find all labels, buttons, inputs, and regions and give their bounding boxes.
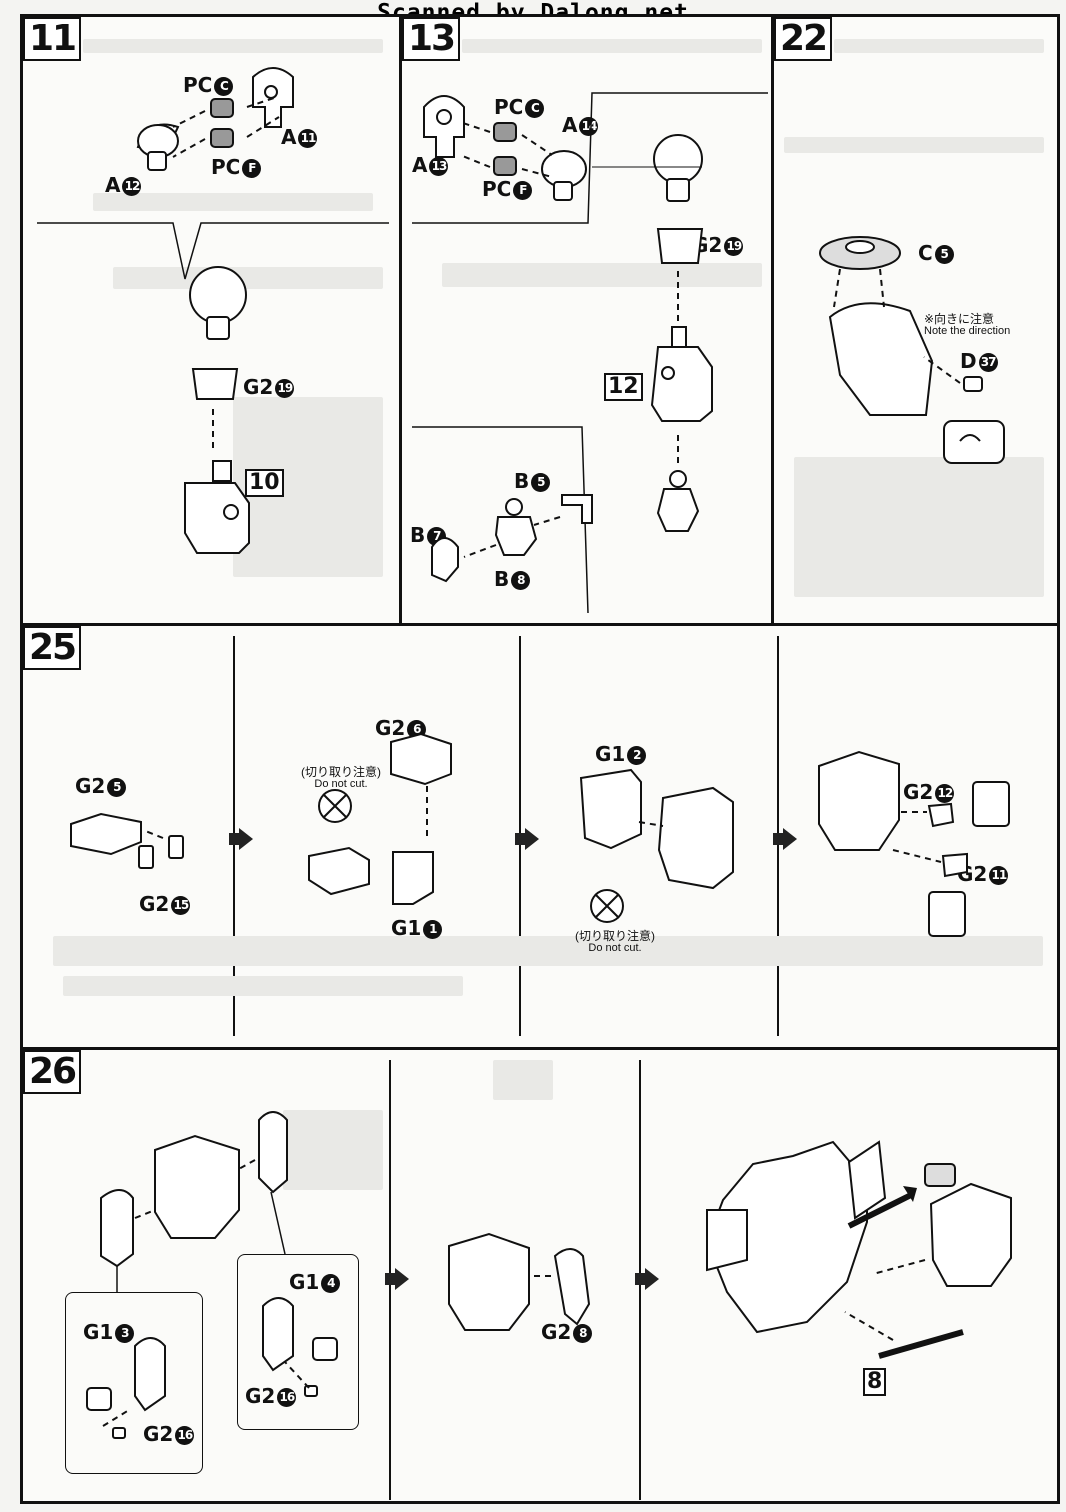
inset-g1-3 bbox=[65, 1292, 203, 1474]
caution-note-2: (切り取り注意) Do not cut. bbox=[575, 929, 655, 954]
inset-g1-4 bbox=[237, 1254, 359, 1430]
step-13-parts-drawing bbox=[412, 92, 768, 614]
direction-note: ※向きに注意 Note the direction bbox=[924, 312, 1011, 337]
next-arrow-3 bbox=[773, 828, 797, 850]
row-divider-2 bbox=[23, 1047, 1057, 1050]
col-divider-1 bbox=[399, 17, 402, 623]
next-arrow-1 bbox=[229, 828, 253, 850]
step-number: 25 bbox=[23, 626, 82, 670]
step-number: 22 bbox=[774, 17, 833, 61]
step-22-parts-drawing bbox=[819, 236, 1005, 464]
next-arrow-4 bbox=[385, 1268, 409, 1290]
step-number: 26 bbox=[23, 1050, 82, 1094]
caution-note-1: (切り取り注意) Do not cut. bbox=[301, 765, 381, 790]
step-number: 11 bbox=[23, 17, 82, 61]
next-arrow-2 bbox=[515, 828, 539, 850]
ref-step-10: 10 bbox=[245, 469, 284, 497]
col-divider-2 bbox=[771, 17, 774, 623]
ref-step-12: 12 bbox=[604, 373, 643, 401]
next-arrow-5 bbox=[635, 1268, 659, 1290]
step-26-parts-drawing bbox=[86, 1111, 1012, 1439]
step-11-parts-drawing bbox=[37, 67, 389, 554]
step-25-parts-drawing bbox=[70, 732, 1010, 937]
step-number: 13 bbox=[402, 17, 461, 61]
ref-step-8: 8 bbox=[863, 1368, 887, 1396]
row-divider-1 bbox=[23, 623, 1057, 626]
